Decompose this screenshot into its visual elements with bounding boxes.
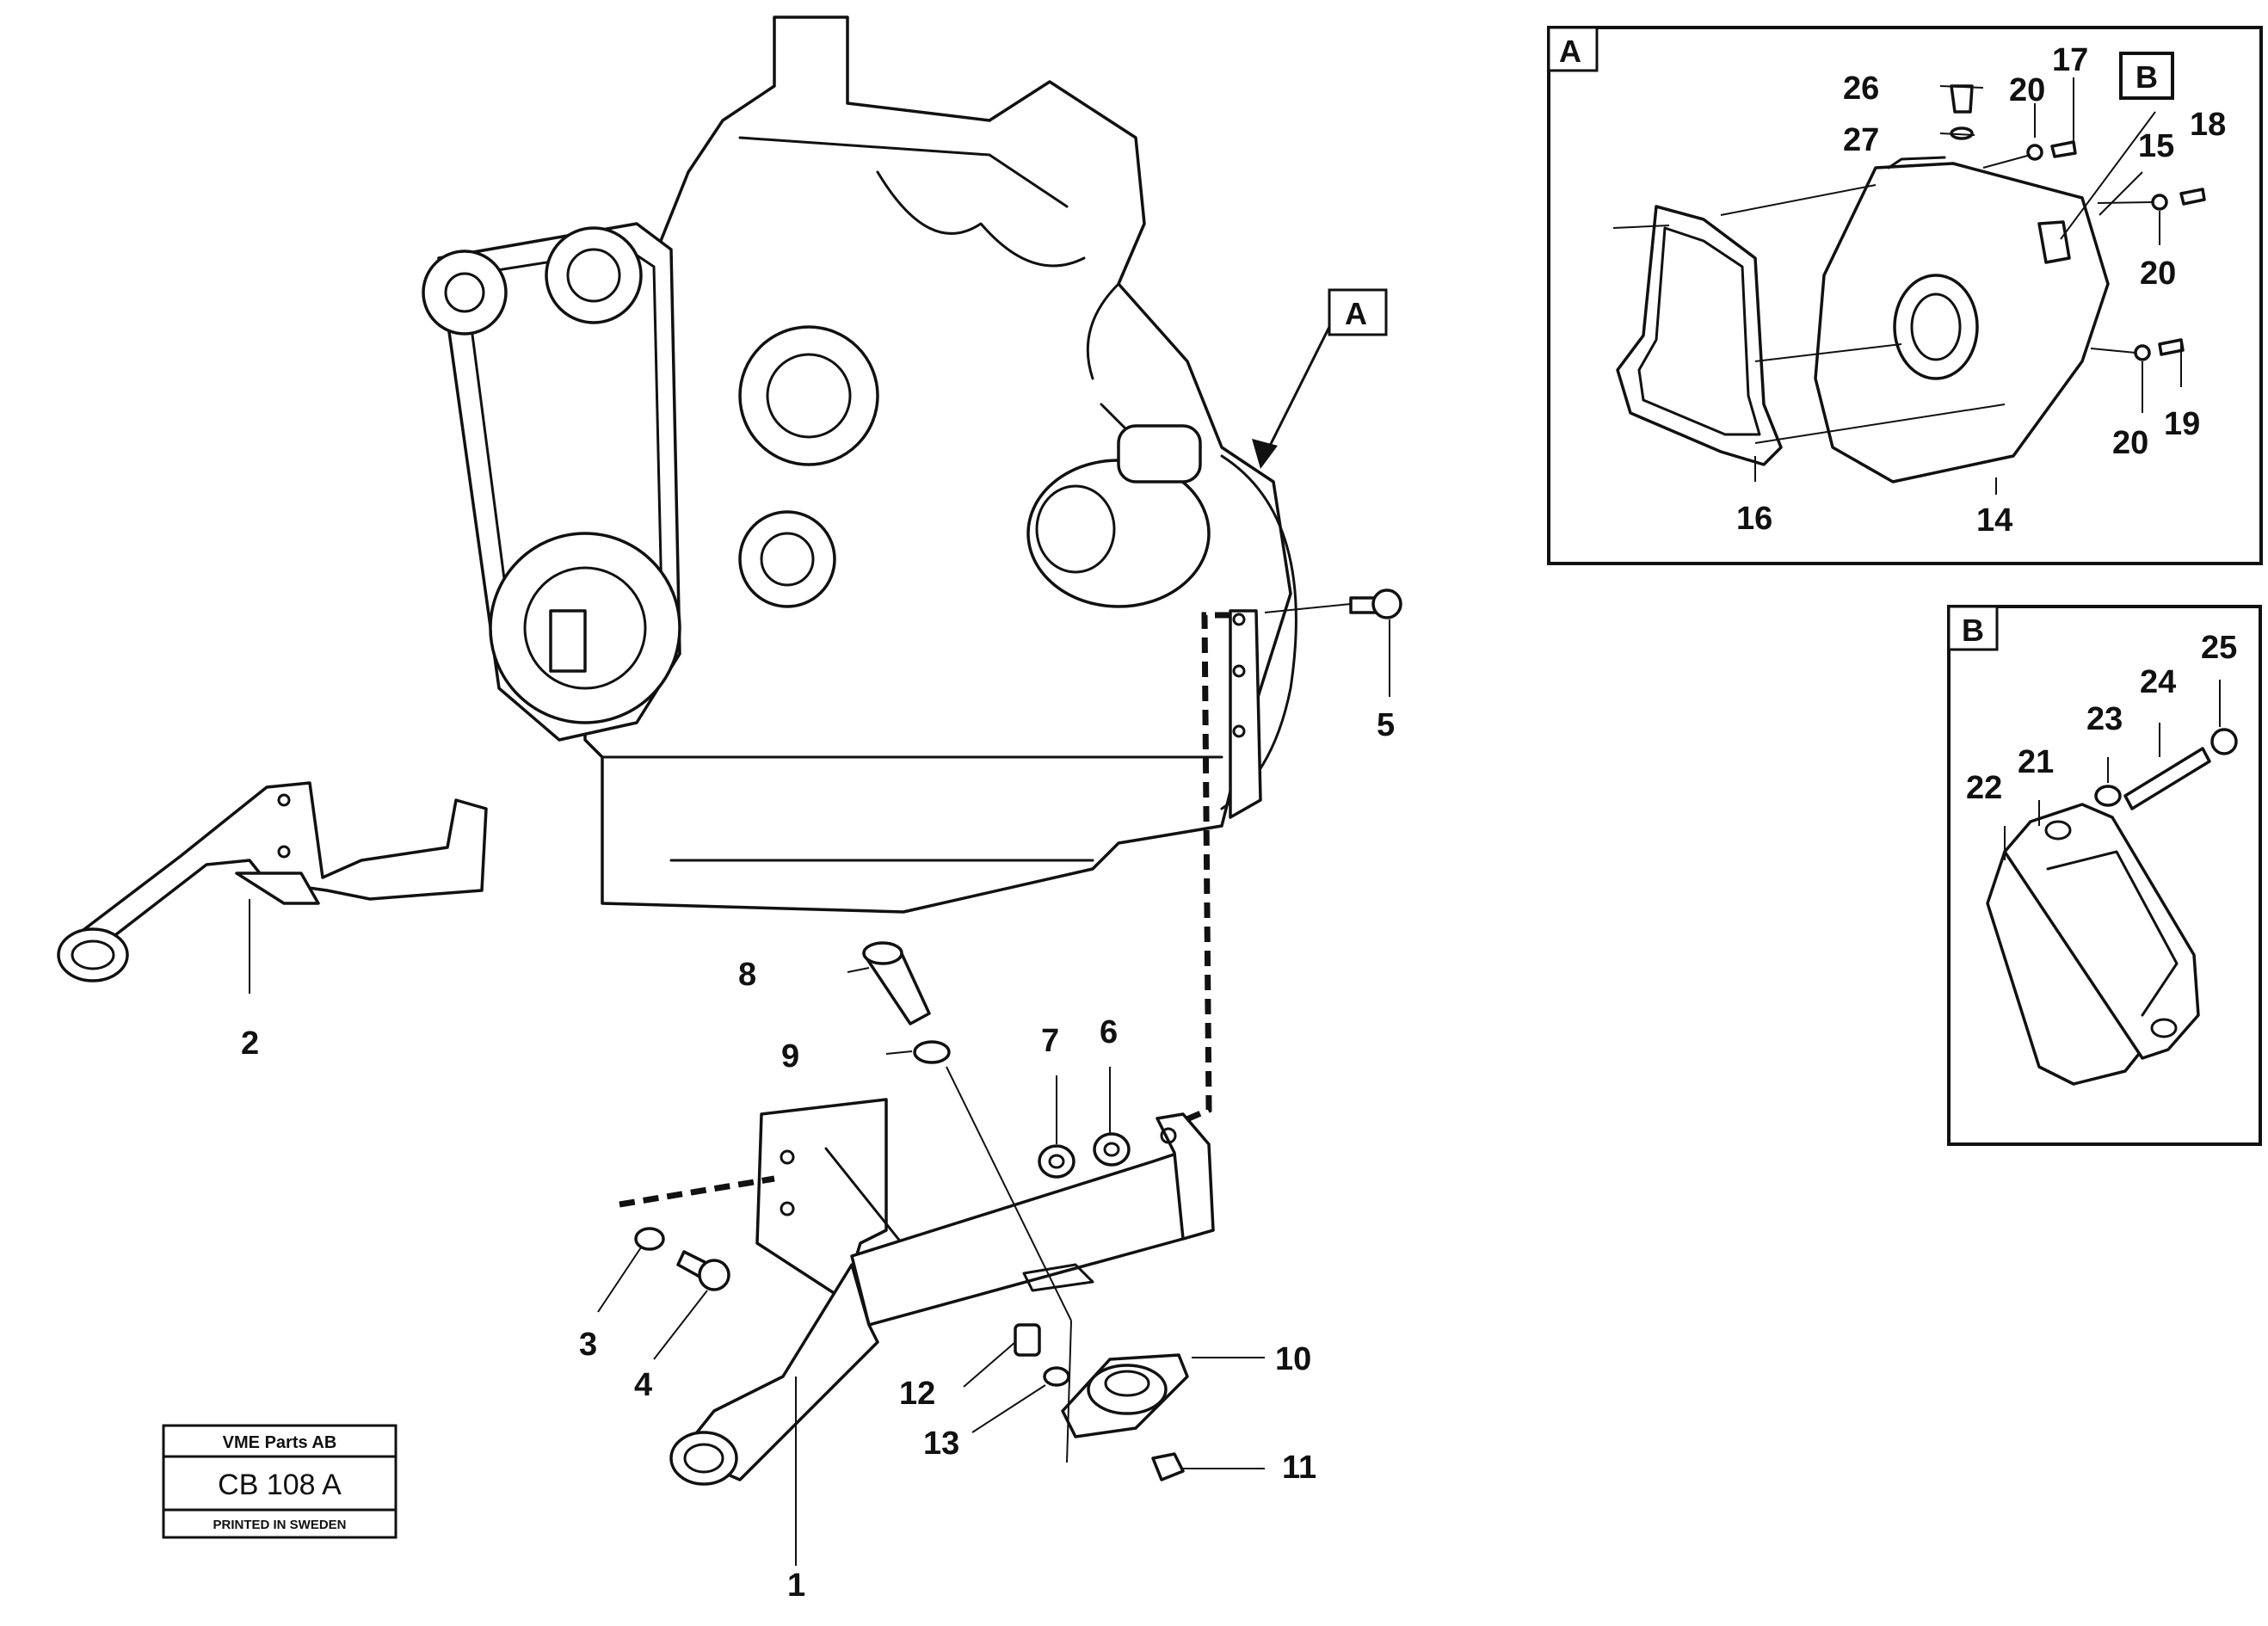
callout-10: 10 [1275,1341,1311,1377]
callout-18: 18 [2190,107,2226,143]
callout-20-b: 20 [2140,256,2176,292]
callout-26: 26 [1843,71,1879,107]
engine-bracket-part [669,1098,1215,1486]
callout-17: 17 [2052,42,2088,78]
callout-19: 19 [2164,406,2200,442]
stamp-printed: PRINTED IN SWEDEN [213,1518,346,1532]
inset-a-label: A [1559,34,1581,69]
inset-b: B 22 21 23 24 25 [1947,605,2262,1146]
hardware-parts [634,588,1402,1481]
stamp-company: VME Parts AB [223,1433,337,1452]
callout-9: 9 [781,1038,799,1075]
callout-12: 12 [899,1376,935,1412]
callout-4: 4 [634,1367,652,1403]
leader-lines [249,603,1390,1566]
callout-7: 7 [1041,1023,1059,1059]
callout-21: 21 [2018,744,2054,780]
callout-14: 14 [1976,502,2012,539]
callout-8: 8 [738,957,756,993]
callout-1: 1 [787,1567,805,1604]
inset-b-label: B [1962,613,1984,648]
engine-drawing [422,15,1297,914]
callout-16: 16 [1736,501,1772,537]
callout-27: 27 [1843,122,1879,158]
title-stamp: VME Parts AB CB 108 A PRINTED IN SWEDEN [162,1424,398,1539]
side-bracket-part [57,781,488,982]
view-a-marker-letter: A [1345,296,1367,331]
callout-13: 13 [923,1426,959,1462]
callout-20-c: 20 [2112,425,2148,461]
callout-6: 6 [1100,1014,1118,1050]
callout-24: 24 [2140,664,2176,700]
callout-11: 11 [1282,1450,1316,1486]
inset-a-ref-b: B [2135,59,2158,95]
callout-25: 25 [2201,630,2237,666]
assembly-dashed-line [1177,612,1230,1126]
bracket-dashed-line [619,1175,775,1208]
callout-20-a: 20 [2009,72,2045,108]
callout-2: 2 [241,1025,259,1062]
callout-5: 5 [1377,707,1395,743]
callout-15: 15 [2138,128,2174,164]
callout-labels: 1 2 3 4 5 6 7 8 9 10 11 12 13 [241,707,1395,1604]
inset-a: A [1547,26,2263,565]
callout-23: 23 [2086,701,2123,737]
callout-3: 3 [579,1327,597,1363]
stamp-code: CB 108 A [218,1469,342,1501]
view-a-marker: A [1252,288,1388,469]
callout-22: 22 [1966,770,2002,806]
